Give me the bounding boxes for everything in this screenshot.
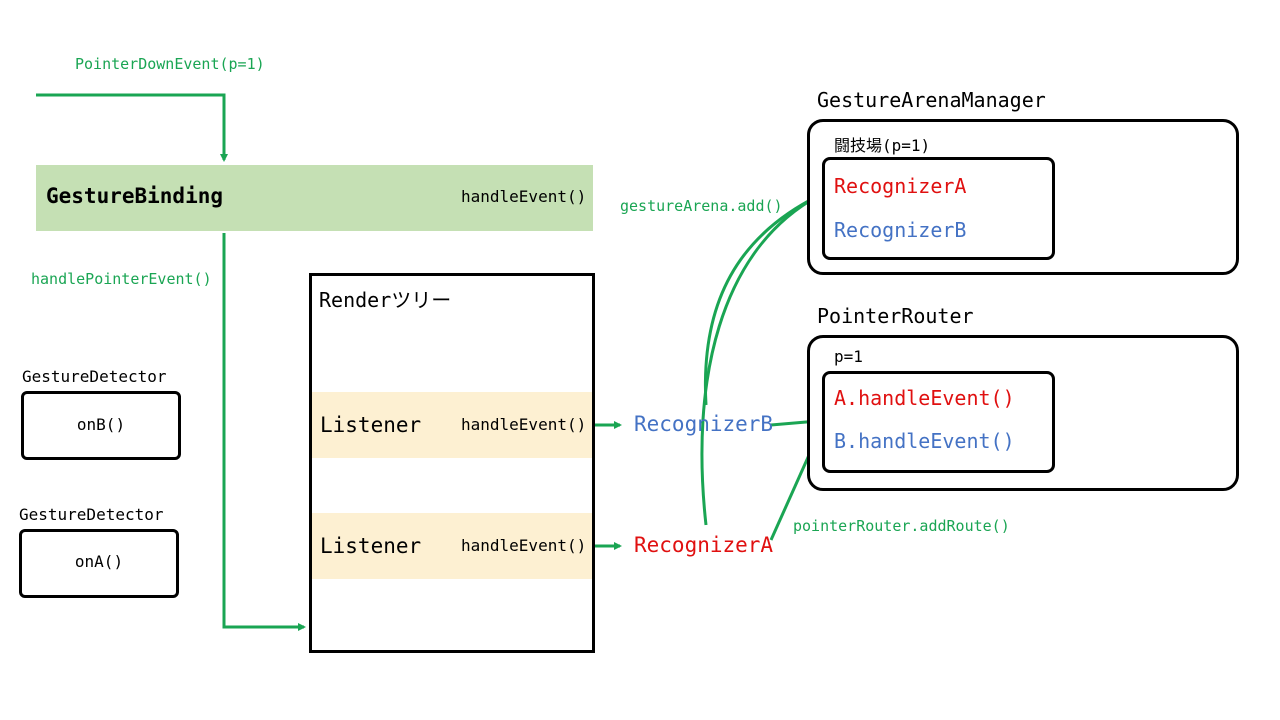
recognizer-b-label: RecognizerB xyxy=(634,412,774,436)
pointer-router-add-route-label: pointerRouter.addRoute() xyxy=(793,517,1010,535)
arena-member-a: RecognizerA xyxy=(834,174,967,198)
arena-members-box xyxy=(822,157,1055,260)
render-tree-box xyxy=(309,273,595,653)
arena-member-b: RecognizerB xyxy=(834,218,967,242)
route-label: p=1 xyxy=(834,347,863,366)
route-a: A.handleEvent() xyxy=(834,386,1015,410)
gesture-detector-b-box xyxy=(21,391,181,460)
pointer-router-title: PointerRouter xyxy=(817,304,974,328)
listener-lower-name: Listener xyxy=(320,534,422,558)
gesture-detector-b-callback: onB() xyxy=(76,415,126,434)
handle-pointer-event-arrow xyxy=(222,233,306,631)
recognizer-a-label: RecognizerA xyxy=(634,533,774,557)
listener-upper-method: handleEvent() xyxy=(461,415,587,434)
listener-band-lower xyxy=(312,513,592,579)
gesture-arena-manager-title: GestureArenaManager xyxy=(817,88,1046,112)
gesture-detector-b-title: GestureDetector xyxy=(22,367,167,386)
gesture-binding-method: handleEvent() xyxy=(461,187,587,206)
gesture-arena-add-label: gestureArena.add() xyxy=(620,197,783,215)
render-tree-title: Renderツリー xyxy=(319,288,452,312)
recognizer-b-to-arena-arrow xyxy=(703,194,820,406)
pointer-down-event-label: PointerDownEvent(p=1) xyxy=(75,55,265,73)
gesture-detector-a-box xyxy=(19,529,179,598)
handle-pointer-event-label: handlePointerEvent() xyxy=(31,270,212,288)
gesture-binding-title: GestureBinding xyxy=(46,184,224,208)
arena-label: 闘技場(p=1) xyxy=(834,136,931,155)
routes-box xyxy=(822,371,1055,473)
gesture-detector-a-title: GestureDetector xyxy=(19,505,164,524)
recognizer-a-to-arena-arrow xyxy=(700,194,820,526)
pointer-down-arrow xyxy=(36,93,228,162)
gesture-binding-bar xyxy=(36,165,593,231)
route-b: B.handleEvent() xyxy=(834,429,1015,453)
listener-upper-name: Listener xyxy=(320,413,422,437)
gesture-detector-a-callback: onA() xyxy=(74,552,124,571)
listener-band-upper xyxy=(312,392,592,458)
listener-lower-method: handleEvent() xyxy=(461,536,587,555)
